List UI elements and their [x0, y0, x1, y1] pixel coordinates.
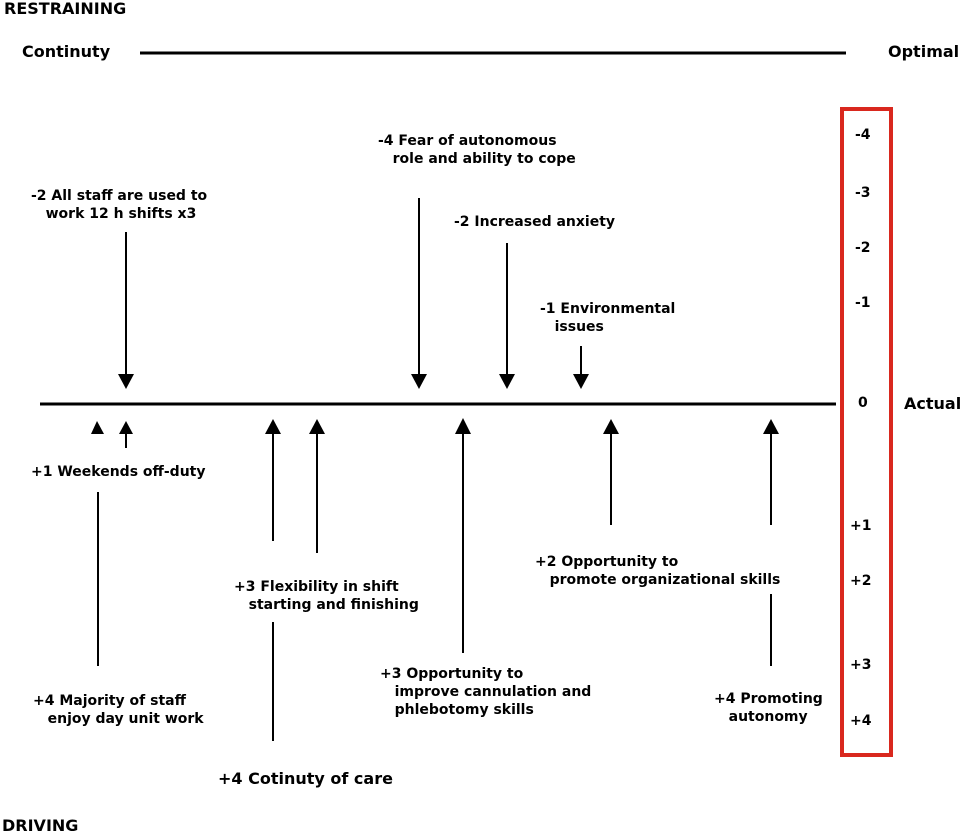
driving-header: DRIVING [2, 816, 79, 835]
driving-force-autonomy: +4 Promoting autonomy [714, 691, 823, 725]
restraining-force-anxiety: -2 Increased anxiety [454, 214, 616, 230]
driving-force-continuity: +4 Cotinuty of care [218, 769, 393, 788]
driving-force-weekends: +1 Weekends off-duty [31, 464, 206, 480]
driving-force-organizational: +2 Opportunity to promote organizational… [535, 554, 781, 588]
scale-label-minus-2: -2 [855, 240, 871, 256]
driving-force-flexibility: +3 Flexibility in shift starting and fin… [234, 579, 419, 613]
scale-label-plus-1: +1 [850, 518, 872, 534]
restraining-force-environmental: -1 Environmental issues [540, 301, 676, 335]
driving-force-majority-staff: +4 Majority of staff enjoy day unit work [33, 693, 204, 727]
scale-box [840, 107, 893, 757]
restraining-header: RESTRAINING [4, 0, 127, 18]
restraining-arrowhead-fear [411, 374, 427, 389]
driving-arrowhead-autonomy [763, 419, 779, 434]
driving-force-cannulation: +3 Opportunity to improve cannulation an… [380, 666, 592, 718]
scale-label-minus-3: -3 [855, 185, 871, 201]
scale-label-plus-4: +4 [850, 713, 872, 729]
restraining-arrows [118, 198, 589, 389]
driving-arrowhead-small [91, 421, 104, 434]
driving-arrowhead-weekends [119, 421, 133, 434]
restraining-force-staff-shifts: -2 All staff are used to work 12 h shift… [31, 188, 208, 222]
scale-label-plus-3: +3 [850, 657, 872, 673]
restraining-force-fear: -4 Fear of autonomous role and ability t… [378, 133, 576, 167]
scale-label-minus-4: -4 [855, 127, 871, 143]
scale-label-minus-1: -1 [855, 295, 871, 311]
actual-label: Actual [904, 394, 960, 413]
continuity-label: Continuty [22, 42, 111, 61]
driving-arrows [91, 418, 779, 741]
driving-arrowhead-organizational [603, 419, 619, 434]
driving-arrowhead-cannulation [455, 418, 471, 434]
restraining-arrowhead-anxiety [499, 374, 515, 389]
optimal-label: Optimal [888, 42, 960, 61]
driving-arrowhead-flex-1 [265, 419, 281, 434]
scale-label-0: 0 [858, 395, 868, 411]
restraining-arrowhead-staff-shifts [118, 374, 134, 389]
scale-label-plus-2: +2 [850, 573, 872, 589]
restraining-arrowhead-environmental [573, 374, 589, 389]
driving-arrowhead-flex-2 [309, 419, 325, 434]
